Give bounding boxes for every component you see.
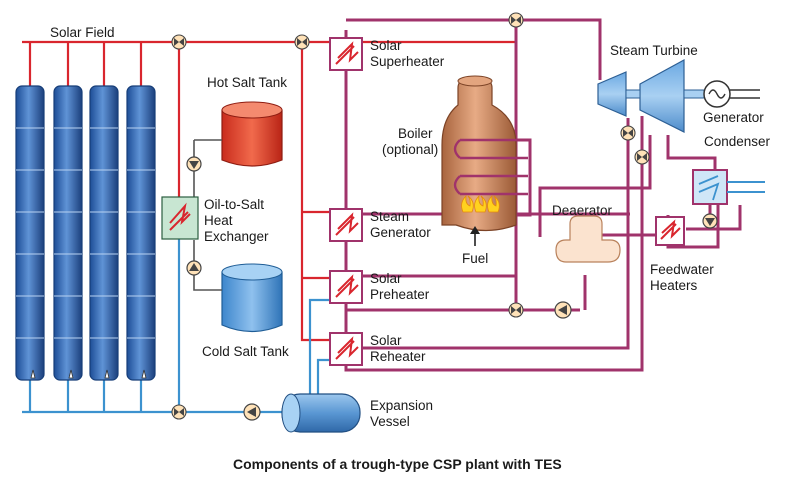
cold-salt-tank-label: Cold Salt Tank: [202, 344, 289, 359]
oil-to-salt-heat-exchanger: [161, 196, 199, 240]
solar-field-label: Solar Field: [50, 25, 115, 40]
feedwater-heaters: [655, 216, 685, 246]
condenser: [692, 169, 765, 205]
solar-reheater-label: Solar Reheater: [370, 333, 426, 364]
hot-oil-pipes: [22, 40, 515, 342]
bowtie-valve-icon: [508, 302, 524, 318]
boiler-label: Boiler (optional): [382, 126, 438, 157]
bowtie-valve-icon: [508, 12, 524, 28]
feedwater-heaters-label: Feedwater Heaters: [650, 262, 718, 293]
pump-icon: [243, 403, 261, 421]
steam-generator: [329, 208, 363, 242]
cold-salt-tank: [221, 263, 283, 333]
solar-preheater: [329, 270, 363, 304]
collector-row: [15, 85, 45, 381]
pump-icon: [702, 213, 718, 229]
deaerator-label: Deaerator: [552, 203, 613, 218]
bowtie-valve-icon: [171, 404, 187, 420]
solar-superheater-label: Solar Superheater: [370, 38, 445, 69]
pump-icon: [186, 156, 202, 172]
solar-field: [15, 85, 156, 381]
steam-generator-label: Steam Generator: [370, 209, 431, 240]
diagram-caption: Components of a trough-type CSP plant wi…: [233, 456, 562, 472]
pump-icon: [554, 301, 572, 319]
deaerator: [555, 215, 621, 263]
solar-superheater: [329, 37, 363, 71]
steam-water-pipes: [344, 18, 742, 372]
sine-wave-icon: [708, 89, 726, 99]
pump-icon: [186, 260, 202, 276]
collector-row: [53, 85, 83, 381]
solar-preheater-label: Solar Preheater: [370, 271, 430, 302]
generator: [703, 80, 760, 108]
bowtie-valve-icon: [171, 34, 187, 50]
solar-reheater: [329, 332, 363, 366]
expansion-vessel-label: Expansion Vessel: [370, 398, 437, 429]
boiler: [441, 75, 528, 232]
flame-icon: [461, 194, 500, 213]
hot-salt-tank-label: Hot Salt Tank: [207, 75, 287, 90]
expansion-vessel: [281, 393, 361, 433]
cold-oil-pipes: [22, 230, 330, 414]
bowtie-valve-icon: [634, 149, 650, 165]
collector-row: [126, 85, 156, 381]
hot-salt-tank: [221, 101, 283, 167]
oil-to-salt-hx-label: Oil-to-Salt Heat Exchanger: [204, 197, 269, 244]
condenser-label: Condenser: [704, 134, 771, 149]
bowtie-valve-icon: [620, 125, 636, 141]
steam-turbine-label: Steam Turbine: [610, 43, 698, 58]
generator-label: Generator: [703, 110, 764, 125]
collector-row: [89, 85, 119, 381]
fuel-label: Fuel: [462, 251, 488, 266]
bowtie-valve-icon: [294, 34, 310, 50]
steam-turbine: [597, 58, 705, 133]
